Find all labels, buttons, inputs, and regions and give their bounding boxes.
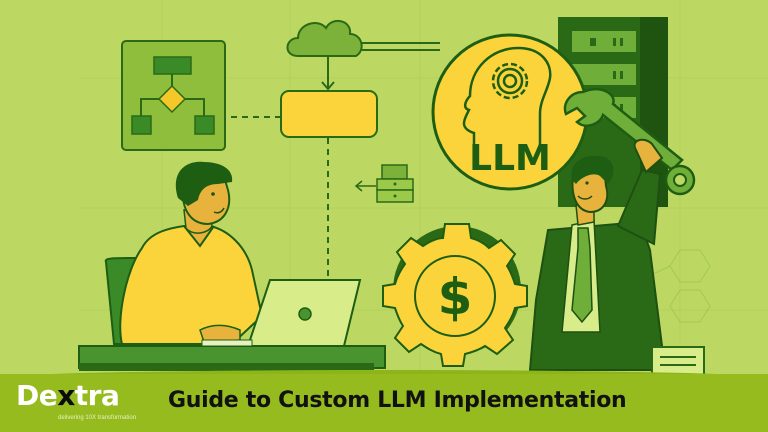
- laptop-icon: [201, 279, 362, 347]
- document-icon: [651, 346, 705, 376]
- page-title: Guide to Custom LLM Implementation: [168, 388, 627, 413]
- logo-x: x: [57, 379, 75, 412]
- logo-tagline: delivering 10X transformation: [58, 415, 137, 421]
- svg-text:LLM: LLM: [469, 138, 551, 179]
- dollar-gear-icon: $: [382, 223, 528, 367]
- cloud-icon: [286, 19, 440, 91]
- svg-text:$: $: [438, 268, 473, 326]
- developer-figure: [119, 161, 264, 345]
- title-banner: [0, 374, 768, 432]
- logo-suffix: tra: [74, 379, 120, 412]
- logo-prefix: De: [16, 379, 58, 412]
- businessman-figure: [528, 138, 667, 371]
- dextra-logo: Dextra: [16, 379, 120, 412]
- desk: [78, 345, 386, 371]
- storage-drawer-icon: [354, 164, 414, 203]
- flowchart-icon: [121, 40, 226, 151]
- process-box: [280, 90, 378, 138]
- llm-head-gear-icon: LLM: [431, 33, 589, 191]
